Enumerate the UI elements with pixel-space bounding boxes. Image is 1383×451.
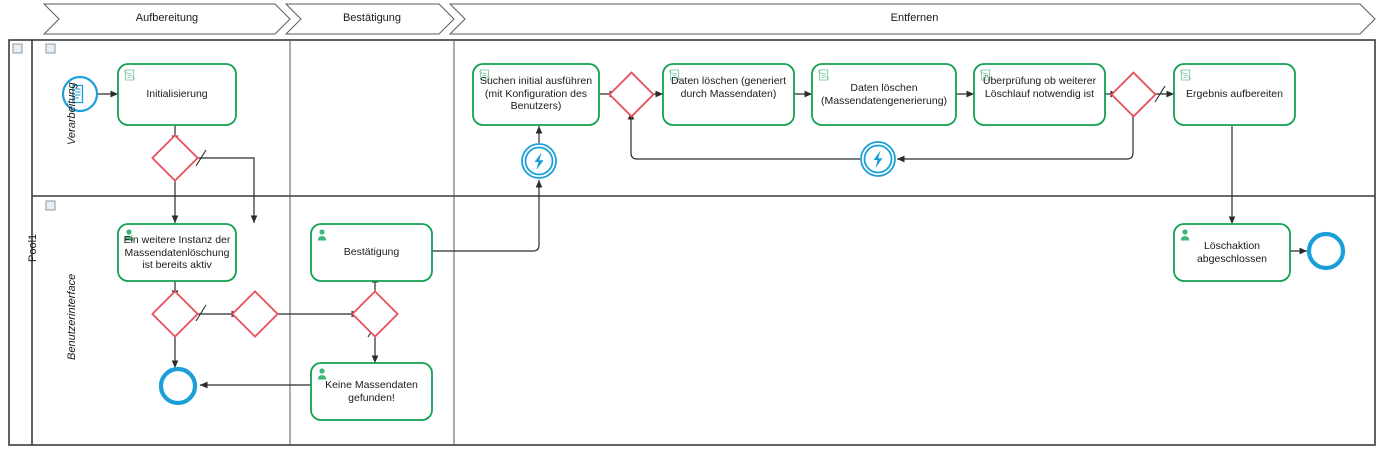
document-event-icon — [72, 84, 84, 104]
flow-gw3-default-slash — [1154, 85, 1166, 103]
script-task-icon — [818, 69, 829, 81]
gateway-2[interactable] — [608, 71, 655, 118]
script-task-icon — [980, 69, 991, 81]
user-task-icon — [124, 229, 134, 241]
event-signal-left[interactable] — [521, 143, 557, 179]
script-task-icon — [669, 69, 680, 81]
user-task-icon — [317, 368, 327, 380]
pool-outline — [8, 39, 1376, 446]
collapse-boxes[interactable] — [12, 43, 56, 211]
events — [61, 75, 1346, 406]
flow-gw1-right-down — [190, 157, 258, 223]
gateway-3[interactable] — [1110, 71, 1157, 118]
gateway-5[interactable] — [231, 290, 279, 338]
script-task-icon — [479, 69, 490, 81]
user-task-icon — [317, 229, 327, 241]
gateway-1[interactable] — [151, 134, 199, 182]
flow-gw4-default-slash — [195, 304, 207, 322]
task-type-icons — [124, 69, 1191, 380]
user-task-icon — [1180, 229, 1190, 241]
task-suchen-initial[interactable] — [472, 63, 600, 126]
sequence-flows — [98, 85, 1307, 389]
task-instanz-aktiv[interactable] — [117, 223, 237, 282]
task-bestaetigung[interactable] — [310, 223, 433, 282]
flow-gw3-down-to-signal-right — [897, 110, 1134, 163]
pool-frame — [8, 39, 1376, 446]
gateway-4[interactable] — [151, 290, 199, 338]
gateway-6[interactable] — [351, 290, 399, 338]
script-task-icon — [124, 69, 135, 81]
phase-dividers — [289, 40, 455, 445]
event-signal-right[interactable] — [860, 141, 896, 177]
task-daten-loeschen-gen[interactable] — [662, 63, 795, 126]
task-keine-massendaten[interactable] — [310, 362, 433, 421]
phase-chevron-bestaetigung — [284, 3, 455, 35]
end-event-2[interactable] — [1306, 231, 1346, 271]
task-initialisierung[interactable] — [117, 63, 237, 126]
signal-bolt-icon — [873, 150, 883, 168]
phase-chevron-entfernen — [448, 3, 1376, 35]
collapse-box-lane-benutzerinterface — [45, 200, 56, 211]
task-ueberpruefung[interactable] — [973, 63, 1106, 126]
flow-signal-right-to-gw2 — [627, 112, 860, 160]
collapse-box-lane-verarbeitung — [45, 43, 56, 54]
task-daten-loeschen-massen[interactable] — [811, 63, 957, 126]
task-loeschaktion[interactable] — [1173, 223, 1291, 282]
tasks — [117, 63, 1296, 421]
signal-bolt-icon — [534, 152, 544, 170]
end-event-1[interactable] — [158, 366, 198, 406]
phase-band — [42, 3, 1376, 35]
flow-bestaetigung-to-suchen — [432, 180, 543, 252]
collapse-box-pool — [12, 43, 23, 54]
task-ergebnis[interactable] — [1173, 63, 1296, 126]
flow-gw1-default-slash — [195, 149, 207, 167]
gateways — [151, 71, 1157, 338]
script-task-icon — [1180, 69, 1191, 81]
phase-chevron-aufbereitung — [42, 3, 291, 35]
